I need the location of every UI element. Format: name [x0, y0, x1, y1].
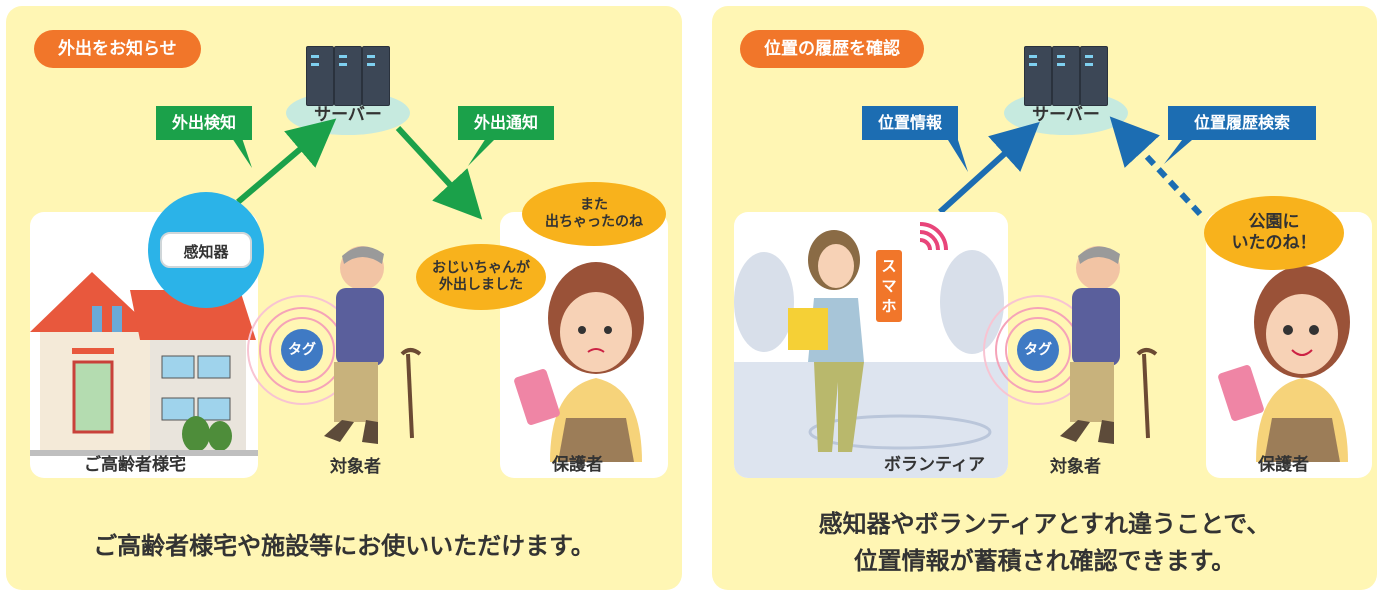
- caption-home: ご高齢者様宅: [84, 455, 186, 475]
- park-illustration: [734, 230, 1008, 478]
- elderly-person-right: [983, 246, 1158, 444]
- label-detect: 外出検知: [156, 106, 252, 140]
- right-arrows: [937, 116, 1203, 217]
- bubble-outing: おじいちゃんが 外出しました: [416, 244, 546, 310]
- tag-icon: タグ: [281, 329, 323, 371]
- caption-guardian: 保護者: [552, 455, 603, 475]
- right-bottom-text: 感知器やボランティアとすれ違うことで、 位置情報が蓄積され確認できます。: [818, 510, 1271, 576]
- tag-icon: タグ: [1017, 329, 1059, 371]
- sensor-icon: 感知器: [148, 192, 264, 308]
- bubble-again: また 出ちゃったのね: [522, 182, 666, 246]
- label-location: 位置情報: [862, 106, 958, 140]
- volunteer-box: ボランティア: [734, 212, 1008, 478]
- caption-volunteer: ボランティア: [884, 455, 985, 475]
- sensor-label: 感知器: [160, 232, 252, 268]
- guardian-box: 保護者: [500, 212, 668, 478]
- left-bottom-text: ご高齢者様宅や施設等にお使いいただけます。: [93, 532, 595, 560]
- phone-label: スマホ: [876, 250, 902, 322]
- caption-guardian: 保護者: [1258, 455, 1309, 475]
- label-search: 位置履歴検索: [1168, 106, 1316, 140]
- server-label: サーバー: [1032, 105, 1100, 125]
- left-panel: 外出をお知らせ サーバー 外出検知 外出通知: [6, 6, 682, 590]
- bubble-park: 公園に いたのね！: [1204, 196, 1344, 270]
- signal-icon: [919, 222, 948, 251]
- server-icon: サーバー: [1004, 46, 1128, 136]
- label-notify: 外出通知: [458, 106, 554, 140]
- caption-target: 対象者: [330, 457, 381, 477]
- right-header-tag: 位置の履歴を確認: [740, 30, 924, 68]
- guardian-illustration: [1218, 266, 1350, 462]
- guardian-illustration: [514, 262, 644, 462]
- left-header-tag: 外出をお知らせ: [34, 30, 201, 68]
- house-illustration: [30, 272, 258, 456]
- left-arrows: [232, 118, 496, 220]
- home-box: ご高齢者様宅: [30, 212, 258, 478]
- elderly-person-left: [247, 246, 422, 444]
- right-panel: 位置の履歴を確認 サーバー 位置情報 位置履歴検索: [712, 6, 1377, 590]
- caption-target: 対象者: [1050, 457, 1101, 477]
